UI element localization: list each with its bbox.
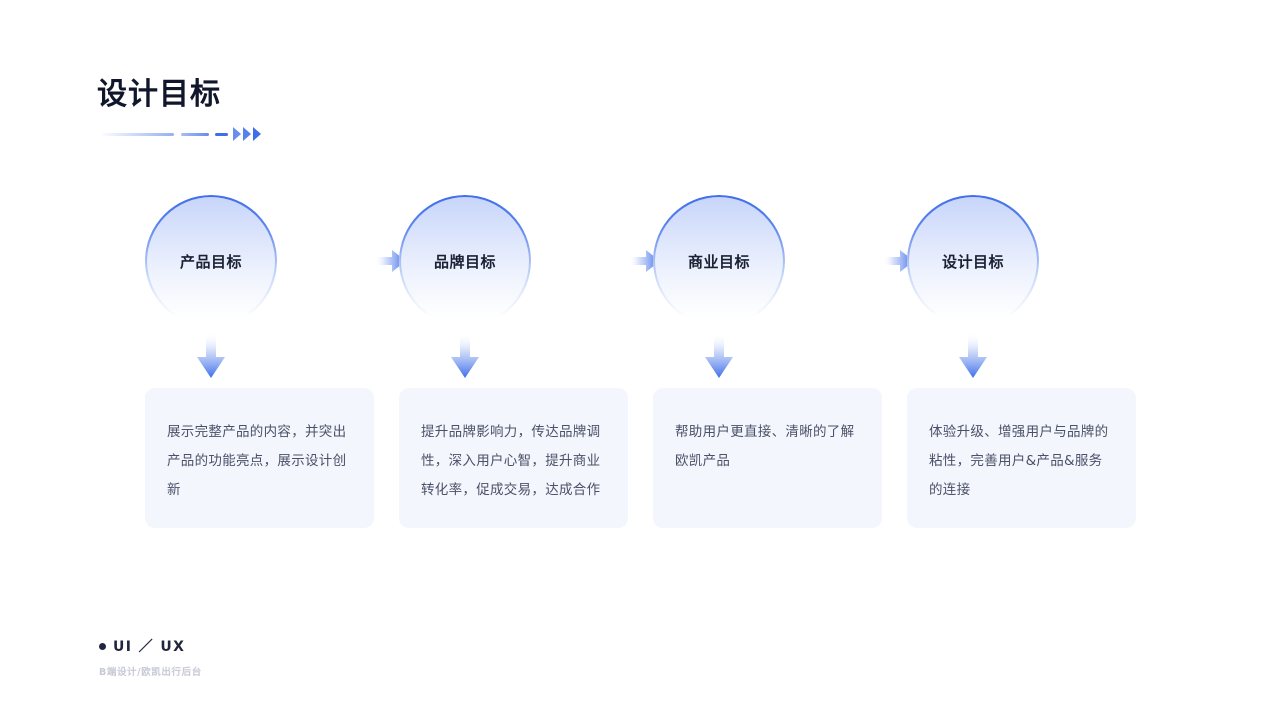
flow-node-3[interactable]: 商业目标 <box>653 195 785 327</box>
title-block: 设计目标 <box>97 74 269 144</box>
flow-node-circle: 商业目标 <box>653 195 785 327</box>
footer-label: UI ／ UX <box>113 639 186 655</box>
flow-node-label: 商业目标 <box>687 252 750 271</box>
flow-node-circle: 产品目标 <box>145 195 277 327</box>
down-arrow-icon <box>958 333 988 379</box>
description-card: 帮助用户更直接、清晰的了解欧凯产品 <box>653 388 882 528</box>
description-card: 提升品牌影响力，传达品牌调性，深入用户心智，提升商业转化率，促成交易，达成合作 <box>399 388 628 528</box>
triangle-arrow-icon <box>243 127 251 141</box>
decoration-line-long <box>102 133 174 136</box>
description-card: 展示完整产品的内容，并突出产品的功能亮点，展示设计创新 <box>145 388 374 528</box>
description-text: 提升品牌影响力，传达品牌调性，深入用户心智，提升商业转化率，促成交易，达成合作 <box>421 424 601 498</box>
down-arrow-icon <box>450 333 480 379</box>
decoration-line-short <box>215 133 228 136</box>
footer-subtitle: B端设计/欧凯出行后台 <box>99 667 202 678</box>
footer: UI ／ UX B端设计/欧凯出行后台 <box>99 636 202 678</box>
description-text: 展示完整产品的内容，并突出产品的功能亮点，展示设计创新 <box>167 424 347 498</box>
flow-node-circle: 设计目标 <box>907 195 1039 327</box>
triangle-arrow-icon <box>253 127 261 141</box>
description-card: 体验升级、增强用户与品牌的粘性，完善用户&产品&服务的连接 <box>907 388 1136 528</box>
flow-node-label: 设计目标 <box>941 252 1004 271</box>
triangle-arrow-icon <box>233 127 241 141</box>
down-arrow-icon <box>704 333 734 379</box>
decoration-line-medium <box>181 133 209 136</box>
description-text: 帮助用户更直接、清晰的了解欧凯产品 <box>675 424 855 469</box>
flow-node-2[interactable]: 品牌目标 <box>399 195 531 327</box>
flow-row: 产品目标 品牌目标 <box>145 195 1135 327</box>
flow-node-label: 品牌目标 <box>433 252 496 271</box>
flow-node-1[interactable]: 产品目标 <box>145 195 277 327</box>
flow-node-label: 产品目标 <box>179 252 242 271</box>
decoration-arrow-group <box>233 127 261 141</box>
page-title: 设计目标 <box>97 77 221 112</box>
flow-node-4[interactable]: 设计目标 <box>907 195 1039 327</box>
down-arrow-row <box>145 333 1135 379</box>
description-card-row: 展示完整产品的内容，并突出产品的功能亮点，展示设计创新 提升品牌影响力，传达品牌… <box>145 388 1136 528</box>
flow-node-circle: 品牌目标 <box>399 195 531 327</box>
down-arrow-icon <box>196 333 226 379</box>
footer-label-row: UI ／ UX <box>99 636 202 656</box>
bullet-dot-icon <box>99 642 106 650</box>
description-text: 体验升级、增强用户与品牌的粘性，完善用户&产品&服务的连接 <box>929 424 1109 498</box>
title-decoration <box>97 124 269 144</box>
